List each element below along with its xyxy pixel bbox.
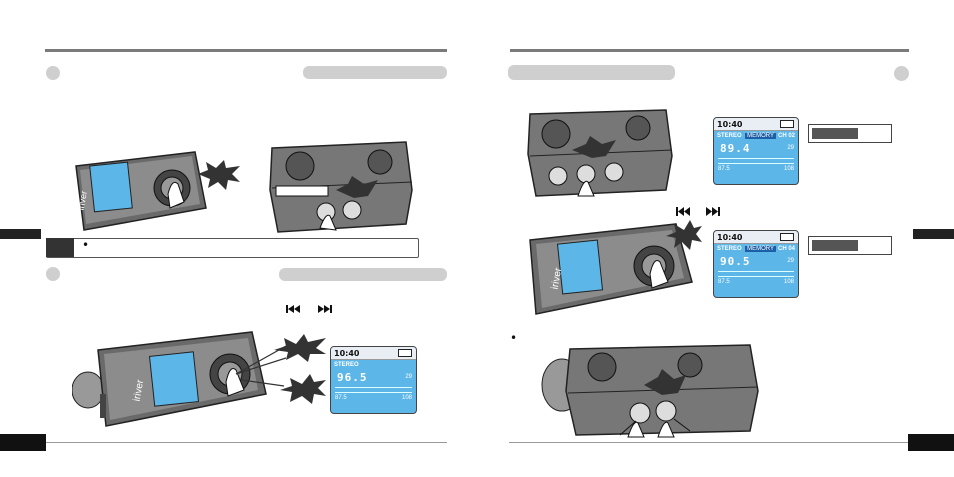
pointer-lines xyxy=(235,345,287,387)
left-note-tag xyxy=(46,238,74,257)
lcd-memory: MEMORY xyxy=(745,246,776,252)
right-label-box-mid xyxy=(808,236,892,255)
lcd-frequency: 89.4 xyxy=(720,141,751,155)
lcd-clock: 10:40 xyxy=(717,119,743,129)
left-device-top-illustration xyxy=(269,141,413,233)
device-brand-text: iriver xyxy=(76,190,89,211)
left-page-number-tab xyxy=(0,434,46,451)
lcd-channel: CH 04 xyxy=(777,246,795,252)
lcd-max: 108 xyxy=(401,395,412,401)
left-section2-title-bar xyxy=(279,268,447,281)
right-device-top-illustration xyxy=(527,109,673,197)
battery-icon xyxy=(780,120,794,128)
lcd-clock: 10:40 xyxy=(334,348,360,358)
left-section1-title-bar xyxy=(303,66,447,79)
right-page-number-tab xyxy=(908,434,954,451)
right-footer-rule xyxy=(509,442,954,443)
right-bullet: • xyxy=(510,331,518,345)
left-device-front-illustration: iriver xyxy=(75,151,207,231)
lcd-channel: CH 02 xyxy=(777,133,795,139)
right-side-tab xyxy=(913,229,954,239)
lcd-clock: 10:40 xyxy=(717,232,743,242)
burst-icon-up xyxy=(274,334,326,362)
left-side-tab xyxy=(0,229,41,239)
lcd-frequency: 90.5 xyxy=(720,254,751,268)
lcd-min: 87.5 xyxy=(718,279,730,285)
right-device-bottom-illustration xyxy=(541,344,759,438)
battery-icon xyxy=(780,233,794,241)
lcd-max: 108 xyxy=(783,166,794,172)
right-header-rule xyxy=(510,49,909,52)
left-lcd-screen: 10:40 STEREO 96.5 29 87.5 108 xyxy=(330,346,417,414)
burst-icon xyxy=(666,220,702,250)
skip-back-icon xyxy=(676,207,690,216)
left-note-box xyxy=(46,238,419,258)
right-section-bullet xyxy=(894,66,909,81)
right-device-front-illustration: iriver xyxy=(529,223,693,315)
lcd-min: 87.5 xyxy=(335,395,347,401)
lcd-signal: 29 xyxy=(405,374,412,380)
left-header-rule xyxy=(45,49,447,52)
lcd-stereo: STEREO xyxy=(717,246,742,252)
lcd-memory: MEMORY xyxy=(745,133,776,139)
svg-text:iriver: iriver xyxy=(550,266,565,290)
skip-forward-icon xyxy=(706,207,720,216)
lcd-signal: 29 xyxy=(787,145,794,151)
battery-icon xyxy=(398,349,412,357)
right-label-box-top xyxy=(808,124,892,143)
burst-icon xyxy=(198,160,240,190)
left-device-tuning-illustration: iriver xyxy=(72,331,267,427)
lcd-stereo: STEREO xyxy=(334,362,359,368)
left-section2-bullet xyxy=(46,267,60,281)
lcd-signal: 29 xyxy=(787,258,794,264)
left-section1-bullet xyxy=(46,66,60,80)
svg-text:iriver: iriver xyxy=(132,378,147,402)
skip-back-icon xyxy=(286,305,300,313)
right-section-title-bar xyxy=(508,65,675,80)
lcd-max: 108 xyxy=(783,279,794,285)
left-footer-rule xyxy=(0,442,447,443)
lcd-frequency: 96.5 xyxy=(337,370,368,384)
left-note-bullet: • xyxy=(82,238,90,252)
lcd-min: 87.5 xyxy=(718,166,730,172)
burst-icon-down xyxy=(280,374,326,404)
skip-forward-icon xyxy=(318,305,332,313)
lcd-stereo: STEREO xyxy=(717,133,742,139)
